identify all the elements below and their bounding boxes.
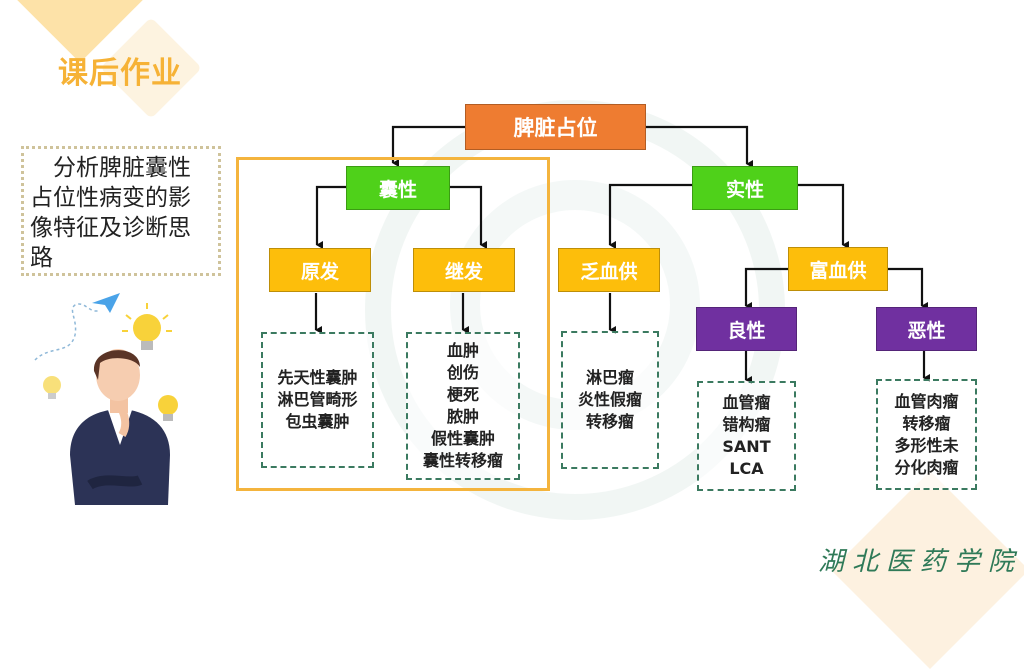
list-item: 囊性转移瘤 [422,451,503,470]
list-item: 转移瘤 [902,413,951,433]
lightbulb-icon [43,376,61,399]
page-title: 课后作业 [58,56,182,91]
node-hypervascular: 富血供 [788,247,888,291]
node-primary: 原发 [269,248,371,292]
node-root: 脾脏占位 [465,104,646,150]
thinking-person-illustration [34,293,178,505]
node-malignant: 恶性 [876,307,977,351]
connector-hyper-malignant [888,267,928,310]
list-item: 分化肉瘤 [894,457,959,477]
connector-hyper-benign [744,267,790,310]
list-item: 假性囊肿 [430,429,495,448]
list-item: LCA [729,459,764,478]
list-item: 包虫囊肿 [285,412,350,431]
list-primary-cystic: 先天性囊肿 淋巴管畸形 包虫囊肿 [261,332,374,468]
list-item: SANT [722,437,771,456]
list-item: 血肿 [446,341,479,360]
list-item: 淋巴瘤 [585,368,634,387]
list-secondary-cystic: 血肿 创伤 梗死 脓肿 假性囊肿 囊性转移瘤 [406,332,520,480]
list-item: 脓肿 [446,407,479,426]
list-hypovascular: 淋巴瘤 炎性假瘤 转移瘤 [561,331,659,469]
cystic-group-frame [236,157,550,491]
lightbulb-icon [122,303,172,350]
list-malignant: 血管肉瘤 转移瘤 多形性未 分化肉瘤 [876,379,977,490]
connector-cystic-primary [315,185,346,249]
list-item: 血管瘤 [722,393,771,412]
list-item: 淋巴管畸形 [277,390,358,409]
list-item: 创伤 [446,363,479,382]
list-item: 梗死 [446,385,479,404]
connector-solid-hyper [798,183,849,249]
paper-plane-icon [92,293,120,313]
list-item: 先天性囊肿 [277,368,358,387]
node-secondary: 继发 [413,248,515,292]
dashed-path-icon [34,303,101,361]
list-item: 多形性未 [894,435,959,455]
list-item: 错构瘤 [722,415,771,434]
list-benign: 血管瘤 错构瘤 SANT LCA [697,381,796,491]
connector-cystic-secondary [450,185,487,249]
university-logo-text: 湖北医药学院 [818,547,1023,577]
node-hypovascular: 乏血供 [558,248,660,292]
node-solid: 实性 [692,166,798,210]
connector-root-solid [645,125,753,168]
node-cystic: 囊性 [346,166,450,210]
connector-solid-hypo [608,183,692,249]
node-benign: 良性 [696,307,797,351]
connector-lines [314,125,930,384]
list-item: 血管肉瘤 [894,391,959,411]
list-item: 转移瘤 [585,412,634,431]
task-description: 分析脾脏囊性占位性病变的影像特征及诊断思路 [21,146,221,276]
connector-root-cystic [391,125,465,167]
list-item: 炎性假瘤 [577,390,642,409]
lightbulb-icon [158,395,178,421]
